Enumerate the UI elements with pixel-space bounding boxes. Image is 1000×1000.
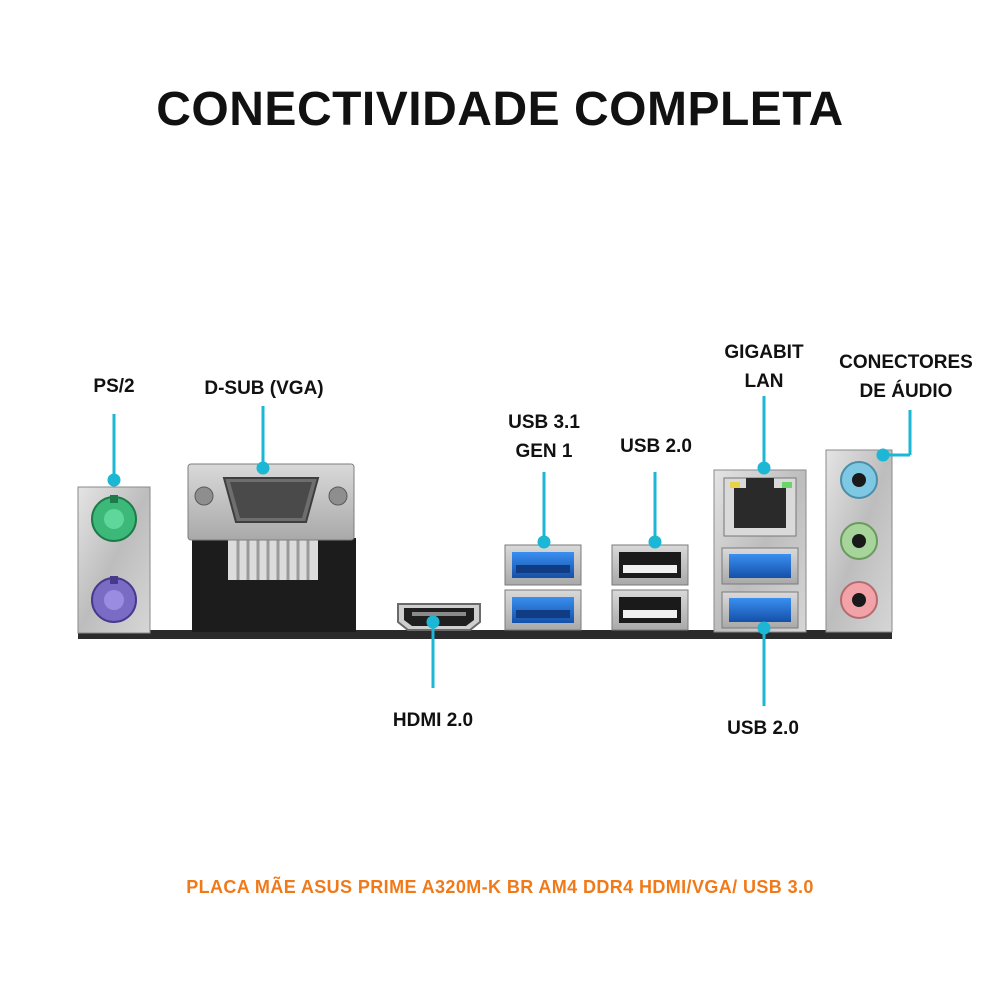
rj45-port-icon — [713, 469, 807, 633]
label-usb20-bottom: USB 2.0 — [727, 718, 799, 739]
usb-port-icon — [611, 544, 689, 631]
label-audio: CONECTORES DE ÁUDIO — [826, 348, 986, 406]
usb-port-icon — [504, 544, 582, 631]
ps2-port-icon — [77, 486, 151, 634]
label-audio-line2: DE ÁUDIO — [859, 381, 953, 402]
page-title: CONECTIVIDADE COMPLETA — [156, 83, 844, 136]
label-usb20-top: USB 2.0 — [620, 436, 692, 457]
audio-jack-icon — [825, 449, 893, 633]
footer-product-name: PLACA MÃE ASUS PRIME A320M-K BR AM4 DDR4… — [186, 877, 814, 897]
hdmi-port-icon — [397, 603, 481, 631]
label-usb31: USB 3.1 GEN 1 — [494, 408, 594, 466]
label-lan-line2: LAN — [744, 371, 784, 392]
label-dsub-vga: D-SUB (VGA) — [204, 378, 324, 399]
label-lan-line1: GIGABIT — [724, 342, 804, 363]
label-usb31-line2: GEN 1 — [515, 441, 573, 462]
label-hdmi: HDMI 2.0 — [392, 710, 474, 731]
callout-lines — [107, 396, 912, 706]
label-audio-line1: CONECTORES — [839, 352, 973, 373]
board-edge — [78, 630, 892, 639]
vga-port-icon — [187, 463, 356, 632]
label-ps2: PS/2 — [93, 376, 135, 397]
label-gigabit-lan: GIGABIT LAN — [712, 338, 816, 396]
label-usb31-line1: USB 3.1 — [508, 412, 580, 433]
